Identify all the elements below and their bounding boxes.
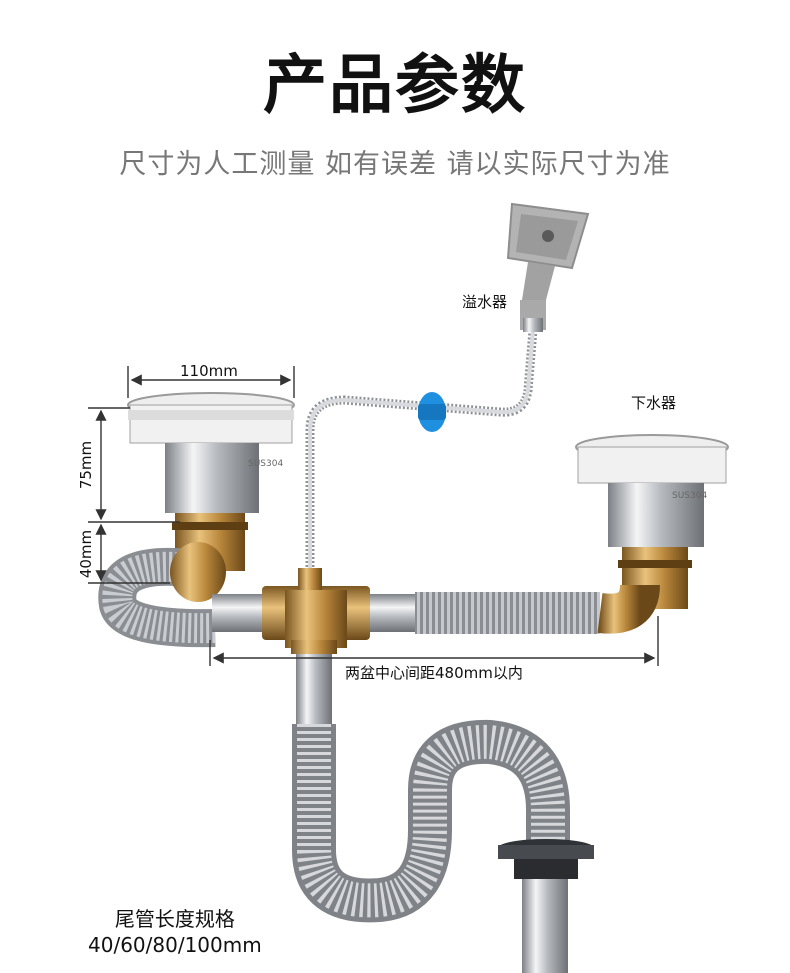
tail-pipe-spec: 尾管长度规格 40/60/80/100mm bbox=[88, 906, 262, 958]
dimension-lines bbox=[88, 366, 659, 666]
overflow-head bbox=[506, 202, 590, 332]
brass-tee bbox=[262, 568, 370, 654]
height-upper-dimension-label: 75mm bbox=[77, 440, 96, 490]
page-subtitle: 尺寸为人工测量 如有误差 请以实际尺寸为准 bbox=[119, 149, 671, 180]
overflow-label: 溢水器 bbox=[462, 293, 508, 311]
right-corrugated-pipe bbox=[415, 592, 600, 634]
center-distance-label: 两盆中心间距480mm以内 bbox=[343, 662, 525, 683]
svg-text:SUS304: SUS304 bbox=[672, 491, 707, 501]
tail-pipe-spec-title: 尾管长度规格 bbox=[114, 907, 235, 931]
height-lower-dimension-label: 40mm bbox=[77, 529, 96, 579]
svg-text:SUS304: SUS304 bbox=[248, 459, 283, 469]
overflow-hose bbox=[305, 329, 538, 575]
right-strainer: SUS304 bbox=[575, 434, 729, 609]
floor-flange bbox=[498, 839, 594, 973]
tail-pipe-spec-values: 40/60/80/100mm bbox=[88, 933, 262, 957]
page-title: 产品参数 bbox=[263, 49, 527, 123]
left-strainer: SUS304 bbox=[127, 392, 295, 571]
blue-connector-clip bbox=[418, 392, 446, 432]
width-dimension-label: 110mm bbox=[180, 362, 238, 380]
tail-pipe bbox=[296, 654, 332, 724]
drain-label: 下水器 bbox=[631, 394, 677, 412]
